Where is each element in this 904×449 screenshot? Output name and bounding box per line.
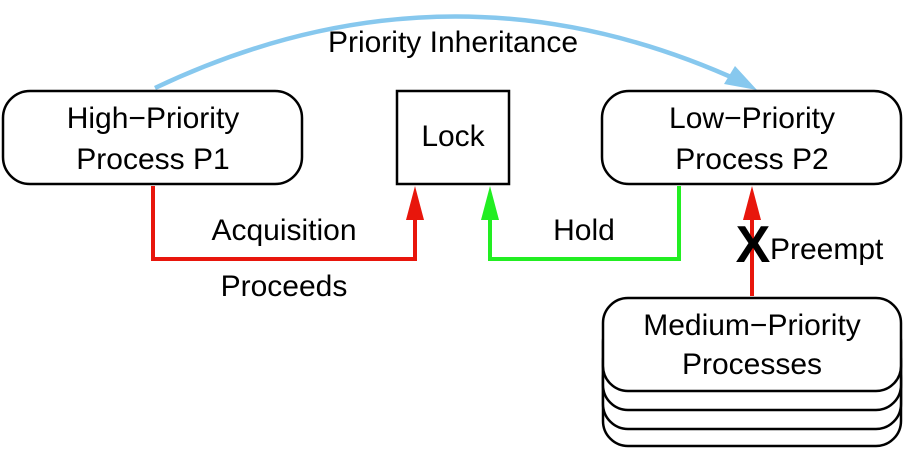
low-priority-process-node: Low−Priority Process P2 bbox=[600, 89, 903, 186]
high-priority-label-line1: High−Priority bbox=[67, 102, 240, 135]
high-priority-label-line2: Process P1 bbox=[76, 143, 229, 176]
priority-inheritance-edge: Priority Inheritance bbox=[154, 14, 757, 91]
acquisition-label: Acquisition bbox=[211, 214, 356, 247]
proceeds-label: Proceeds bbox=[221, 270, 348, 303]
preempt-arrowhead bbox=[743, 186, 761, 220]
priority-inheritance-arrowhead bbox=[724, 66, 757, 90]
priority-inheritance-label: Priority Inheritance bbox=[328, 26, 578, 59]
hold-line bbox=[488, 186, 681, 261]
medium-priority-label-line2: Processes bbox=[682, 348, 822, 381]
acquisition-arrowhead bbox=[406, 186, 424, 220]
preempt-label: Preempt bbox=[770, 233, 884, 266]
medium-priority-processes-node: Medium−Priority Processes bbox=[601, 296, 903, 448]
preempt-edge: X Preempt bbox=[736, 186, 884, 296]
high-priority-process-node: High−Priority Process P1 bbox=[1, 89, 304, 186]
acquisition-edge: Acquisition Proceeds bbox=[151, 186, 424, 303]
hold-label: Hold bbox=[553, 214, 615, 247]
acquisition-line bbox=[151, 186, 417, 261]
medium-priority-stack-front bbox=[601, 296, 903, 393]
hold-edge: Hold bbox=[481, 186, 681, 261]
hold-arrowhead bbox=[481, 186, 499, 220]
low-priority-label-line1: Low−Priority bbox=[669, 102, 835, 135]
lock-node: Lock bbox=[395, 89, 511, 186]
preempt-blocked-x-mark: X bbox=[736, 216, 771, 274]
low-priority-label-line2: Process P2 bbox=[675, 143, 828, 176]
medium-priority-label-line1: Medium−Priority bbox=[643, 309, 861, 342]
priority-inheritance-arc bbox=[154, 14, 743, 91]
lock-label: Lock bbox=[421, 120, 485, 153]
